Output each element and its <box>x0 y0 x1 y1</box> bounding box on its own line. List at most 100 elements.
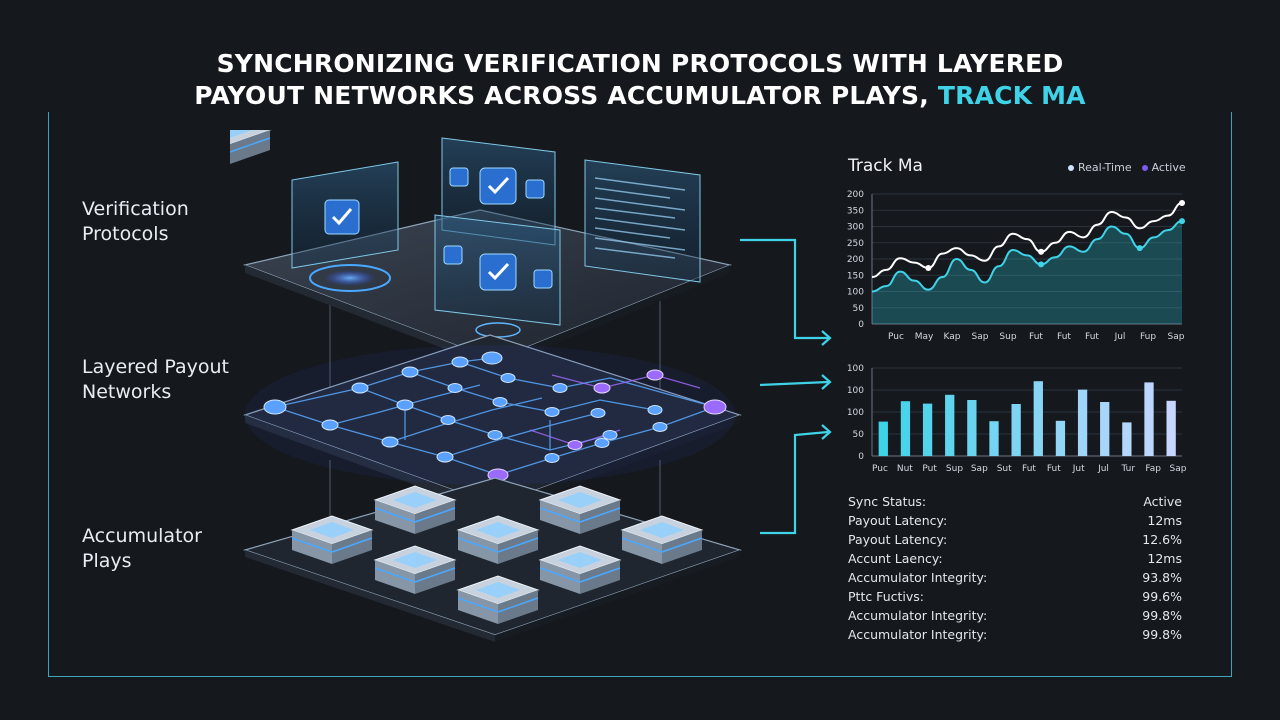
label-line: Plays <box>82 550 132 572</box>
x-tick-label: Kap <box>944 332 961 342</box>
x-tick-label: Jut <box>1072 464 1085 474</box>
x-tick-label: Fut <box>1057 332 1071 342</box>
arrow-right-icon <box>759 380 829 387</box>
bar <box>1100 402 1110 456</box>
stat-value: 12ms <box>1147 513 1182 528</box>
chip-icon <box>441 137 556 246</box>
server-stack-icon <box>230 130 703 625</box>
x-tick-label: Fut <box>1029 332 1043 342</box>
bar <box>1033 381 1043 456</box>
bar <box>1055 420 1066 456</box>
stat-label: Accunt Laency: <box>848 551 943 566</box>
bar <box>1011 404 1021 456</box>
bar <box>900 401 911 456</box>
log-panel <box>584 159 701 283</box>
label-line: Layered Payout <box>82 356 229 378</box>
x-tick-label: Fut <box>1047 464 1061 474</box>
x-tick-label: Sap <box>1170 464 1186 474</box>
label-accumulator-plays: Accumulator Plays <box>82 524 202 574</box>
x-tick-label: Sup <box>946 464 963 474</box>
verification-panel <box>434 214 561 326</box>
label-line: Accumulator <box>82 525 202 547</box>
x-tick-label: May <box>915 332 934 342</box>
y-tick-label: 100 <box>847 386 864 396</box>
title-accent: TRACK MA <box>937 81 1086 110</box>
page-title: SYNCHRONIZING VERIFICATION PROTOCOLS WIT… <box>0 48 1280 112</box>
active-point <box>1136 245 1143 252</box>
bar <box>1077 389 1088 456</box>
y-tick-label: 350 <box>847 206 864 216</box>
x-tick-label: Fap <box>1145 464 1161 474</box>
stat-row: Pttc Fuctivs:99.6% <box>848 587 1182 606</box>
bar <box>1166 400 1176 456</box>
flow-arrows <box>740 238 832 535</box>
y-tick-label: 250 <box>847 239 864 249</box>
realtime-point <box>1038 248 1045 255</box>
layered-stack-illustration <box>230 130 790 642</box>
arrow-head <box>821 424 832 440</box>
chart-title: Track Ma <box>848 156 923 176</box>
stat-row: Payout Latency: 12ms <box>848 511 1182 530</box>
stat-row: Accumulator Integrity: 99.8% <box>848 606 1182 625</box>
stat-label: Accumulator Integrity: <box>848 608 988 623</box>
y-tick-label: 50 <box>853 304 865 314</box>
network-node-icon <box>263 351 727 482</box>
arrow-right-icon <box>740 238 828 340</box>
label-verification-protocols: Verification Protocols <box>82 197 189 247</box>
label-layered-payout-networks: Layered Payout Networks <box>82 355 229 405</box>
label-line: Networks <box>82 381 172 403</box>
stat-value: 99.8% <box>1142 608 1182 623</box>
active-point <box>1179 218 1185 225</box>
x-tick-label: Sup <box>999 332 1016 342</box>
realtime-series-line <box>871 202 1183 279</box>
stat-row: Accumulator Integrity: 93.8% <box>848 568 1182 587</box>
stat-value: 12.6% <box>1142 532 1182 547</box>
y-tick-label: 50 <box>853 430 865 440</box>
y-tick-label: 0 <box>858 452 864 462</box>
stat-row: Accunt Laency: 12ms <box>848 549 1182 568</box>
bar <box>945 394 955 456</box>
x-tick-label: Jul <box>1114 332 1126 342</box>
stat-row: Accumulator Integrity:99.8% <box>848 625 1182 644</box>
stat-label: Payout Latency: <box>848 513 948 528</box>
title-line-1: SYNCHRONIZING VERIFICATION PROTOCOLS WIT… <box>206 49 1074 78</box>
legend-label: Active <box>1151 161 1186 174</box>
accumulator-layer <box>230 130 742 642</box>
x-tick-label: Put <box>922 464 937 474</box>
label-line: Verification <box>82 198 189 220</box>
legend-item-active: Active <box>1141 161 1186 174</box>
chart-legend: Real-Time Active <box>1068 161 1186 174</box>
active-series-line <box>871 220 1183 293</box>
bar <box>1144 382 1154 456</box>
stat-row: Sync Status:Active <box>848 492 1182 511</box>
legend-dot <box>1068 164 1074 171</box>
x-tick-label: Sap <box>972 332 989 342</box>
x-tick-label: Sap <box>971 464 988 474</box>
stat-label: Sync Status: <box>848 494 927 509</box>
y-tick-label: 100 <box>847 288 864 298</box>
y-tick-label: 300 <box>847 223 864 233</box>
bar <box>1122 422 1132 456</box>
bar <box>878 421 888 456</box>
verification-layer <box>242 137 733 368</box>
stat-row: Payout Latency:12.6% <box>848 530 1182 549</box>
check-shield-icon <box>291 161 399 269</box>
x-tick-label: Jul <box>1097 464 1109 474</box>
stat-value: 93.8% <box>1142 570 1182 585</box>
stat-label: Accumulator Integrity: <box>848 570 988 585</box>
y-tick-label: 200 <box>847 255 864 265</box>
active-area <box>872 221 1182 324</box>
stat-value: 99.8% <box>1142 627 1182 642</box>
legend-item-realtime: Real-Time <box>1068 161 1132 174</box>
realtime-point <box>1179 200 1185 207</box>
realtime-point <box>925 265 932 272</box>
x-tick-label: Sut <box>997 464 1012 474</box>
stat-value: 99.6% <box>1142 589 1182 604</box>
stat-value: 12ms <box>1147 551 1182 566</box>
x-tick-label: Nut <box>897 464 913 474</box>
arrow-right-icon <box>760 430 829 535</box>
payout-network-layer <box>243 334 742 514</box>
legend-label: Real-Time <box>1078 161 1132 174</box>
arrow-head <box>821 330 832 346</box>
